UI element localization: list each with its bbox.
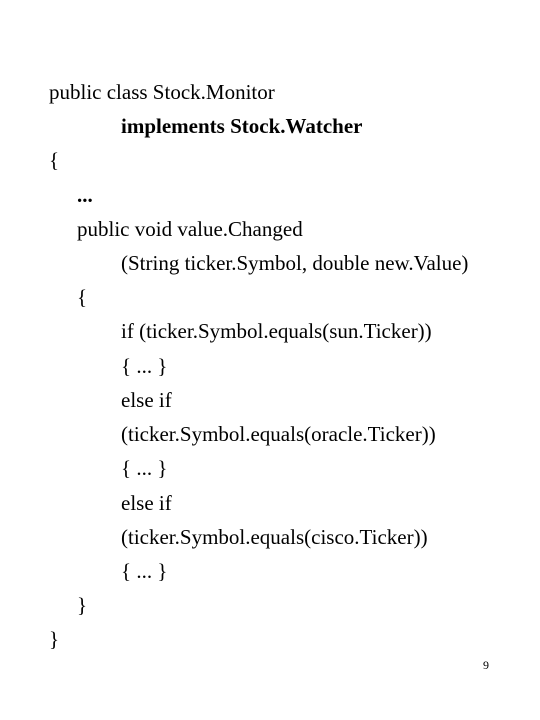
cisco-block-line: { ... }: [121, 559, 168, 583]
oracle-block-line: { ... }: [121, 456, 168, 480]
ellipsis-line: ...: [77, 183, 93, 207]
page-number: 9: [483, 658, 489, 672]
class-close-brace: }: [49, 627, 60, 651]
method-parameters-line: (String ticker.Symbol, double new.Value): [121, 251, 469, 275]
else-if-line-1: else if: [121, 388, 172, 412]
else-if-line-2: else if: [121, 491, 172, 515]
method-declaration-line: public void value.Changed: [77, 217, 303, 241]
sun-block-line: { ... }: [121, 354, 168, 378]
method-open-brace: {: [77, 285, 88, 309]
implements-clause-line: implements Stock.Watcher: [121, 114, 363, 138]
method-close-brace: }: [77, 593, 88, 617]
class-open-brace: {: [49, 148, 60, 172]
oracle-ticker-condition-line: (ticker.Symbol.equals(oracle.Ticker)): [121, 422, 436, 446]
class-declaration-line: public class Stock.Monitor: [49, 80, 275, 104]
cisco-ticker-condition-line: (ticker.Symbol.equals(cisco.Ticker)): [121, 525, 428, 549]
if-sun-ticker-line: if (ticker.Symbol.equals(sun.Ticker)): [121, 319, 432, 343]
